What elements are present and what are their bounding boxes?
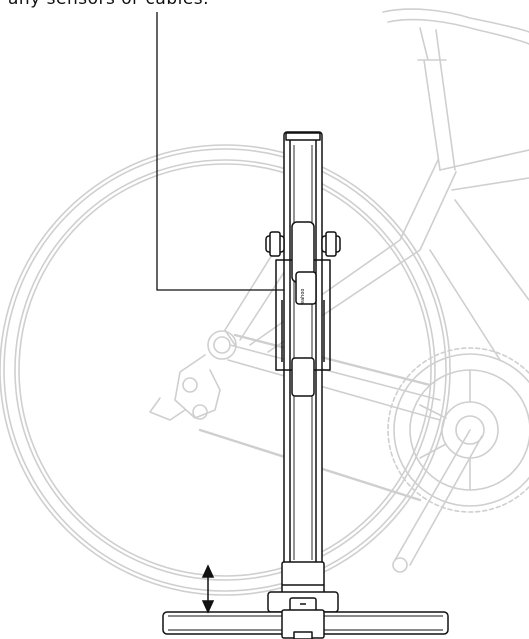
bike-stand <box>162 131 449 639</box>
stand-upright-post <box>283 131 323 568</box>
clamp-knob-left <box>265 231 285 257</box>
clamp-knob-right <box>321 231 341 257</box>
seatpost <box>423 59 456 171</box>
chainring <box>387 347 529 513</box>
wheel-clamp <box>275 221 331 371</box>
top-tube <box>439 149 529 191</box>
down-tube <box>429 199 529 361</box>
double-arrow-vertical-icon <box>201 564 215 614</box>
chain-stay <box>227 344 441 421</box>
brand-label: wahoo <box>300 289 306 305</box>
bicycle-illustration <box>0 8 529 596</box>
callout-leader <box>156 12 284 291</box>
lower-strap <box>291 357 315 397</box>
stand-base-foot <box>162 609 449 639</box>
instruction-caption: any sensors or cables. <box>8 0 209 9</box>
rear-derailleur <box>149 330 237 421</box>
saddle <box>382 8 529 61</box>
rear-wheel <box>0 144 451 596</box>
crank-arm <box>392 429 483 573</box>
